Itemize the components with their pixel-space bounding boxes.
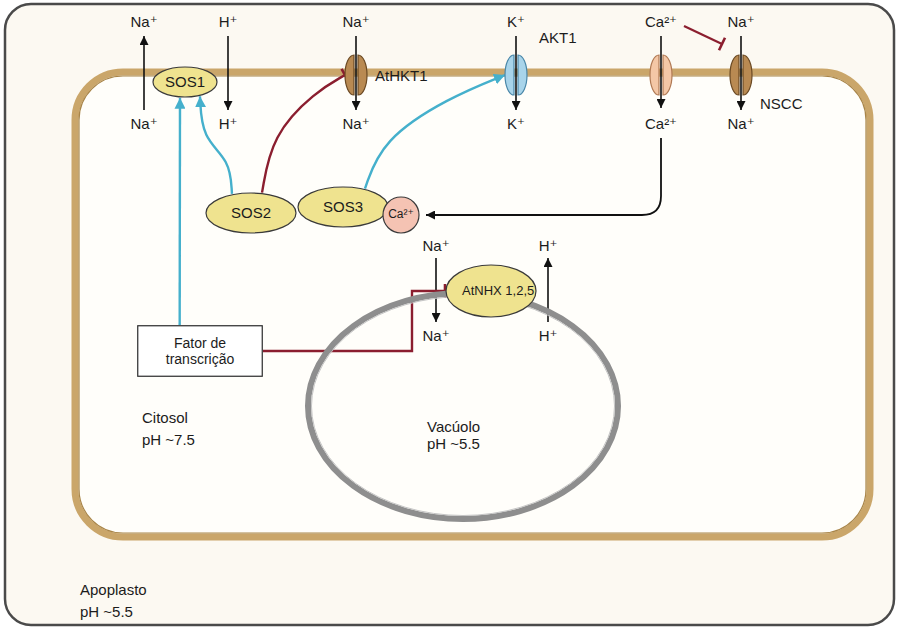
ion-label: Na⁺ — [342, 115, 369, 132]
cell-wall — [5, 4, 894, 625]
ion-channel-outline — [730, 55, 752, 95]
vacuole: VacúolopH ~5.5AtNHX 1,2,5 — [305, 290, 621, 522]
ion-arrow — [515, 36, 517, 110]
tonoplast-inner — [312, 297, 615, 516]
ion-label: K⁺ — [507, 115, 525, 132]
channel-half — [345, 55, 354, 95]
ellipse-shape — [383, 197, 419, 233]
calcium-circle: Ca²⁺ — [382, 196, 420, 234]
inhibition-connector — [262, 75, 345, 193]
ion-label: Na⁺ — [130, 115, 157, 132]
ellipse-shape — [298, 187, 388, 227]
channel-half — [505, 55, 514, 95]
ion-arrow — [143, 36, 145, 110]
antiporter-ellipse: AtNHX 1,2,5 — [445, 264, 537, 318]
inhibition-bar — [719, 38, 725, 51]
calcium-flow-arrow — [426, 138, 661, 215]
compartment-label: Citosol — [142, 409, 188, 426]
protein-ellipse: SOS3 — [297, 186, 389, 228]
activation-connector — [365, 75, 505, 189]
ion-label: Na⁺ — [422, 237, 449, 254]
ion-channel: AtHKT1 — [345, 55, 367, 95]
activation-connector — [178, 98, 181, 325]
channel-half — [663, 55, 672, 95]
ion-label: H⁺ — [219, 13, 238, 30]
node-text: SOS2 — [231, 204, 271, 221]
compartment-label: pH ~7.5 — [142, 431, 195, 448]
ion-arrow — [227, 36, 229, 110]
ion-channel: NSCC — [730, 55, 752, 95]
ion-label: K⁺ — [507, 13, 525, 30]
ion-arrow — [355, 36, 357, 110]
activation-connector — [200, 96, 232, 194]
ion-channel-outline — [345, 55, 367, 95]
node-text: NSCC — [760, 95, 782, 112]
ion-label: Ca²⁺ — [645, 115, 677, 132]
inhibition-line — [684, 26, 722, 44]
node-text: AKT1 — [539, 29, 561, 46]
ion-label: Na⁺ — [727, 13, 754, 30]
plasma-membrane — [75, 72, 870, 537]
compartment-label: pH ~5.5 — [80, 603, 133, 620]
node-text: Vacúolo — [427, 418, 743, 435]
ion-label: H⁺ — [219, 115, 238, 132]
node-text: AtHKT1 — [375, 67, 397, 84]
channel-half — [358, 55, 367, 95]
ellipse-shape — [206, 193, 296, 233]
protein-ellipse: SOS2 — [205, 192, 297, 234]
ion-label: H⁺ — [539, 237, 558, 254]
node-text: Fator de transcrição — [143, 335, 257, 367]
plasma-membrane-inner — [79, 76, 866, 533]
transporter-ellipse: SOS1 — [152, 66, 218, 98]
ion-channel: AKT1 — [505, 55, 527, 95]
node-text: AtNHX 1,2,5 — [462, 284, 520, 299]
ion-channel-outline — [505, 55, 527, 95]
channel-half — [650, 55, 659, 95]
ion-arrow — [660, 36, 662, 108]
ion-label: Ca²⁺ — [645, 13, 677, 30]
ion-label: Na⁺ — [727, 115, 754, 132]
node-text: Ca²⁺ — [388, 208, 414, 222]
tonoplast — [308, 293, 618, 519]
node-text: SOS1 — [165, 73, 205, 90]
factor-box: Fator de transcrição — [137, 325, 263, 377]
channel-half — [518, 55, 527, 95]
node-text: SOS3 — [323, 198, 363, 215]
ellipse-shape — [446, 265, 536, 317]
ellipse-shape — [153, 67, 217, 97]
node-text: pH ~5.5 — [427, 435, 743, 452]
ion-label: Na⁺ — [342, 13, 369, 30]
channel-half — [743, 55, 752, 95]
box-shape — [138, 326, 263, 377]
ion-label: Na⁺ — [130, 13, 157, 30]
ion-label: H⁺ — [539, 327, 558, 344]
ion-arrow — [740, 36, 742, 110]
vacuole-outline — [305, 290, 621, 522]
compartment-label: Apoplasto — [80, 581, 147, 598]
calcium-channel — [650, 55, 672, 95]
ion-arrows — [144, 36, 741, 322]
channel-half — [730, 55, 739, 95]
ion-label: Na⁺ — [422, 327, 449, 344]
